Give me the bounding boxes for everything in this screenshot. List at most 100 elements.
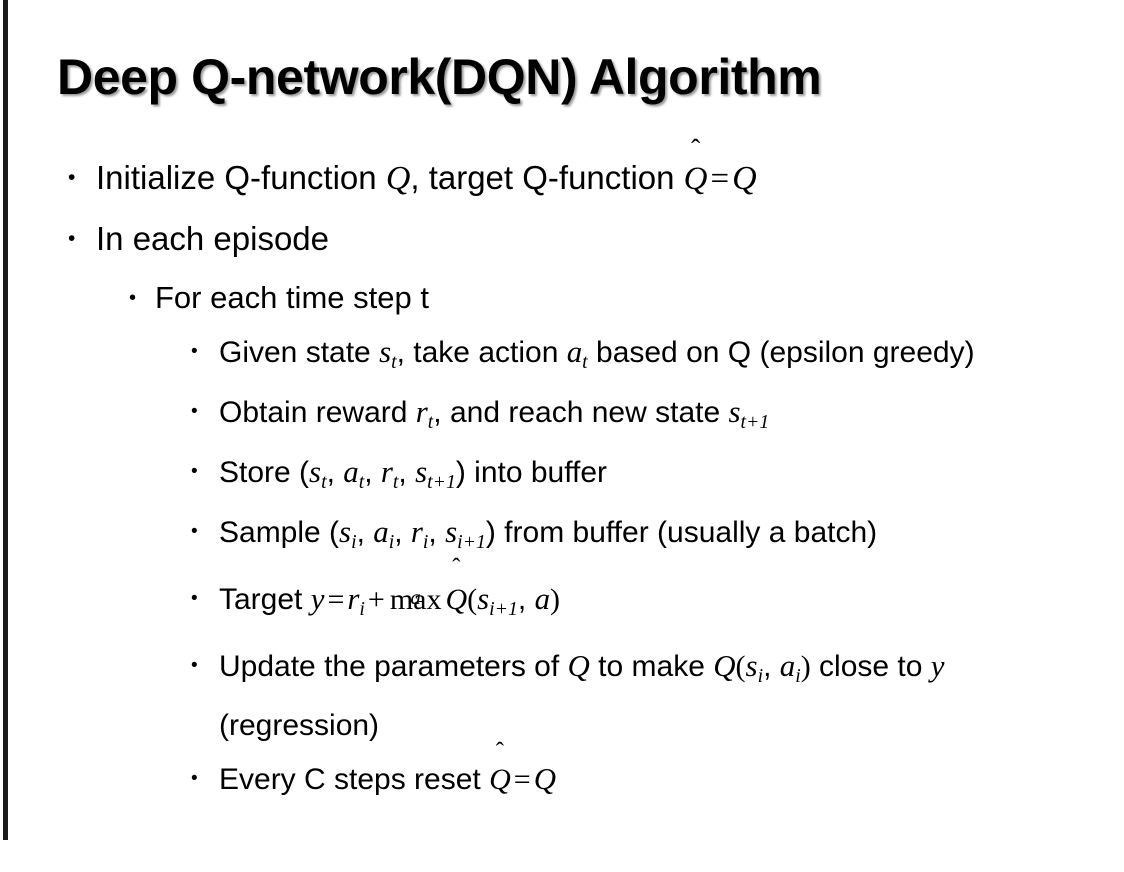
math-var-a: a (343, 453, 359, 489)
slide-body: • Initialize Q-function Q, target Q-func… (0, 148, 1124, 808)
text-fragment: Store ( (219, 455, 310, 489)
bullet-given-state: • Given state st, take action at based o… (0, 327, 1124, 387)
math-var-s2: s (445, 513, 458, 549)
math-subscript: t (358, 470, 365, 493)
bullet-dot-icon: • (191, 460, 198, 482)
math-equals: = (327, 582, 345, 616)
bullet-dot-icon: • (191, 400, 198, 422)
text-fragment: (regression) (219, 708, 380, 742)
math-var-s: s (745, 647, 758, 683)
math-var-s: s (379, 334, 392, 369)
math-var-a: a (373, 513, 389, 549)
math-var-a: a (566, 334, 583, 369)
math-subscript: t (321, 470, 327, 493)
math-var-q2: Q (732, 160, 757, 197)
math-var-q: Q (385, 160, 411, 197)
math-var-a: a (779, 647, 796, 683)
math-max-label: max (389, 582, 442, 616)
bullet-sample: • Sample (si, ai, ri, si+1) from buffer … (0, 507, 1124, 567)
bullet-dot-icon: • (191, 520, 198, 542)
text-fragment: , (356, 515, 374, 549)
bullet-initialize-text: Initialize Q-function Q, target Q-functi… (96, 148, 1036, 209)
text-fragment: Sample ( (219, 515, 340, 549)
math-subscript: i+1 (489, 597, 518, 620)
bullet-every-c-steps-text: Every C steps reset ̂Q=Q (219, 751, 1099, 808)
math-var: Q (445, 582, 468, 616)
bullet-initialize: • Initialize Q-function Q, target Q-func… (0, 148, 1124, 209)
math-max-limit: a (410, 585, 421, 610)
bullet-obtain-reward: • Obtain reward rt, and reach new state … (0, 387, 1124, 447)
math-subscript: i (359, 597, 365, 620)
bullet-target: • Target y=ri+maxâQ(si+1, a) (0, 567, 1124, 641)
math-equals: = (710, 161, 730, 197)
math-subscript: t (427, 410, 434, 433)
text-fragment: Initialize Q-function (96, 159, 386, 196)
slide-title: Deep Q-network(DQN) Algorithm (57, 49, 822, 105)
math-var-s: s (339, 513, 352, 549)
text-fragment: , target Q-function (410, 159, 684, 196)
bullet-dot-icon: • (191, 341, 198, 362)
math-q-hat: ̂Q (445, 568, 467, 632)
math-var-q: Q (567, 647, 590, 683)
text-fragment: , (517, 582, 535, 616)
math-subscript: i (388, 530, 395, 553)
bullet-store-text: Store (st, at, rt, st+1) into buffer (219, 447, 1099, 507)
text-fragment: , and reach new state (433, 395, 729, 429)
math-var-a: a (534, 580, 551, 616)
text-fragment: close to (810, 649, 931, 683)
math-var-y: y (310, 580, 325, 616)
text-fragment: Every C steps reset (219, 762, 490, 796)
text-fragment: , (763, 649, 780, 683)
bullet-store: • Store (st, at, rt, st+1) into buffer (0, 447, 1124, 507)
math-subscript: t+1 (740, 410, 770, 433)
bullet-obtain-reward-text: Obtain reward rt, and reach new state st… (219, 387, 1099, 447)
text-fragment: Target (219, 582, 311, 616)
bullet-dot-icon: • (191, 654, 198, 676)
text-fragment: based on Q (epsilon greedy) (587, 336, 975, 369)
math-var-r: r (415, 393, 428, 429)
bullet-dot-icon: • (191, 767, 198, 789)
math-var-s: s (728, 393, 741, 429)
math-subscript: t (392, 470, 399, 493)
text-fragment: Obtain reward (219, 395, 416, 429)
math-var-s: s (477, 580, 490, 616)
math-var-s2: s (415, 453, 428, 489)
text-fragment: Update the parameters of (219, 649, 568, 683)
text-fragment: , (428, 515, 446, 549)
math-var-r: r (347, 580, 360, 616)
math-var: Q (489, 762, 511, 796)
bullet-in-each-episode-text: In each episode (96, 220, 330, 257)
math-paren-open: ( (735, 649, 746, 683)
math-q-hat: ̂Q (489, 752, 511, 808)
text-fragment: , (326, 455, 344, 489)
math-paren-close: ) (800, 649, 811, 683)
math-var: Q (683, 161, 708, 197)
bullet-in-each-episode: • In each episode (0, 209, 1124, 269)
math-subscript: i (757, 664, 764, 687)
bullet-update-parameters-text: Update the parameters of Q to make Q(si,… (219, 641, 1099, 751)
math-var-r: r (380, 453, 393, 489)
text-fragment: , (398, 455, 416, 489)
math-q-hat: ̂Q (684, 149, 708, 209)
math-subscript: i (422, 530, 429, 553)
bullet-dot-icon: • (68, 166, 76, 189)
bullet-dot-icon: • (129, 287, 137, 309)
math-subscript: i (795, 664, 801, 687)
bullet-update-parameters: • Update the parameters of Q to make Q(s… (0, 641, 1124, 751)
math-subscript: t (582, 350, 588, 373)
slide-left-accent-border (3, 0, 8, 840)
math-var-q2: Q (713, 647, 736, 683)
bullet-target-text: Target y=ri+maxâQ(si+1, a) (219, 567, 1099, 641)
math-paren-close: ) (550, 582, 561, 616)
text-fragment: ) from buffer (usually a batch) (485, 515, 878, 549)
math-equals: = (513, 762, 531, 796)
math-var-q: Q (533, 760, 556, 796)
math-subscript: t (391, 350, 397, 373)
math-paren-open: ( (467, 582, 478, 616)
bullet-dot-icon: • (68, 227, 76, 250)
bullet-for-each-time-step-text: For each time step t (155, 280, 429, 315)
math-var-y: y (930, 647, 945, 683)
math-var-s: s (309, 453, 322, 489)
bullet-for-each-time-step: • For each time step t (0, 269, 1124, 327)
